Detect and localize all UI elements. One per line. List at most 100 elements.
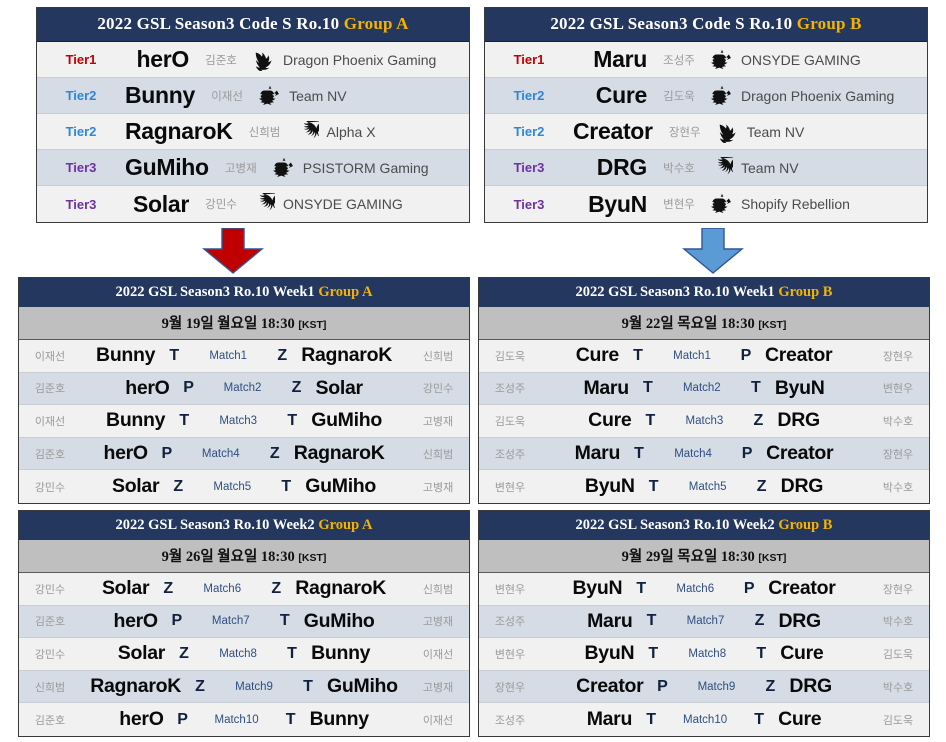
right-player-nickname: Bunny xyxy=(309,708,369,731)
match-number-label: Match10 xyxy=(214,713,259,726)
schedule-title: 2022 GSL Season3 Ro.10 Week2 Group B xyxy=(479,511,929,540)
left-player-real-name: 강민수 xyxy=(34,583,66,596)
right-player-race: T xyxy=(756,644,767,662)
left-player-race: P xyxy=(183,379,194,397)
left-player-nickname: ByuN xyxy=(572,577,623,600)
group-title-main: 2022 GSL Season3 Code S Ro.10 xyxy=(97,14,344,33)
right-player-real-name: 이재선 xyxy=(422,714,454,727)
player-team: Dragon Phoenix Gaming xyxy=(283,51,437,68)
left-player-real-name: 이재선 xyxy=(34,350,66,363)
left-player-real-name: 이재선 xyxy=(34,415,66,428)
player-real-name: 장현우 xyxy=(668,126,701,139)
left-player-race: T xyxy=(633,346,643,364)
schedule-date-bar: 9월 26일 월요일 18:30 [KST] xyxy=(19,540,469,573)
left-player-real-name: 조성주 xyxy=(494,714,526,727)
left-player-race: T xyxy=(646,612,657,630)
right-player-real-name: 변현우 xyxy=(882,383,914,396)
left-player-real-name: 장현우 xyxy=(494,681,526,694)
right-player-real-name: 신희범 xyxy=(422,350,454,363)
schedule-title-main: 2022 GSL Season3 Ro.10 Week1 xyxy=(115,284,319,300)
match-number-label: Match4 xyxy=(201,447,240,460)
schedule-date-text: 9월 26일 월요일 18:30 xyxy=(161,549,299,565)
terran-race-icon xyxy=(705,193,739,215)
match-number-label: Match8 xyxy=(688,647,727,660)
right-player-real-name: 김도욱 xyxy=(882,714,914,727)
match-number-label: Match5 xyxy=(213,480,252,493)
player-real-name: 고병재 xyxy=(224,162,257,175)
right-player-real-name: 고병재 xyxy=(422,681,454,694)
left-player-real-name: 김준호 xyxy=(34,714,66,727)
right-player-nickname: Cure xyxy=(778,708,822,731)
schedule-timezone: [KST] xyxy=(298,319,327,331)
player-nickname: RagnaroK xyxy=(125,118,233,144)
schedule-title: 2022 GSL Season3 Ro.10 Week2 Group A xyxy=(19,511,469,540)
left-player-race: P xyxy=(171,612,183,630)
player-team: Shopify Rebellion xyxy=(741,196,850,212)
left-player-nickname: Solar xyxy=(111,475,160,498)
right-player-real-name: 박수호 xyxy=(882,415,914,428)
protoss-race-icon xyxy=(711,121,745,144)
player-real-name: 강민수 xyxy=(205,199,237,211)
right-player-race: T xyxy=(281,477,292,495)
left-player-real-name: 변현우 xyxy=(494,648,526,661)
right-player-race: P xyxy=(743,579,755,597)
match-number-label: Match1 xyxy=(673,349,711,362)
arrow-down-group-b xyxy=(678,227,748,274)
group-table-title: 2022 GSL Season3 Code S Ro.10 Group A xyxy=(37,8,469,42)
right-player-real-name: 장현우 xyxy=(882,350,914,363)
match-number-label: Match1 xyxy=(209,349,248,362)
right-player-real-name: 박수호 xyxy=(882,616,914,629)
right-player-race: Z xyxy=(271,579,282,597)
left-player-race: Z xyxy=(173,477,184,495)
schedule-title-main: 2022 GSL Season3 Ro.10 Week2 xyxy=(115,517,319,533)
schedule-title-group: Group B xyxy=(778,284,833,300)
schedule-date-text: 9월 19일 월요일 18:30 xyxy=(161,316,299,332)
player-team: Alpha X xyxy=(326,123,376,140)
schedule-title-group: Group B xyxy=(778,517,833,533)
player-nickname: Cure xyxy=(595,82,648,108)
left-player-real-name: 신희범 xyxy=(34,681,66,694)
protoss-race-icon xyxy=(247,49,281,72)
match-number-label: Match2 xyxy=(223,382,262,395)
match-number-label: Match4 xyxy=(674,447,712,460)
terran-race-icon xyxy=(267,157,301,179)
schedule-date-text: 9월 29일 목요일 18:30 xyxy=(621,549,759,565)
left-player-nickname: Cure xyxy=(575,344,620,367)
left-player-nickname: Cure xyxy=(588,409,632,432)
right-player-race: T xyxy=(285,710,296,728)
match-number-label: Match2 xyxy=(682,382,721,395)
left-player-race: T xyxy=(646,710,656,728)
right-player-nickname: RagnaroK xyxy=(301,344,392,367)
player-nickname: Maru xyxy=(593,46,647,72)
right-player-race: T xyxy=(303,677,313,695)
player-tier: Tier2 xyxy=(513,124,545,139)
player-nickname: DRG xyxy=(596,154,648,180)
left-player-nickname: Bunny xyxy=(106,409,166,432)
left-player-race: T xyxy=(645,411,656,429)
left-player-real-name: 김준호 xyxy=(34,448,66,461)
left-player-race: T xyxy=(179,411,190,429)
group-title-label: Group B xyxy=(796,14,862,33)
schedule-title-main: 2022 GSL Season3 Ro.10 Week1 xyxy=(575,284,779,300)
player-tier: Tier3 xyxy=(65,160,97,175)
group-title-label: Group A xyxy=(343,14,409,33)
right-player-race: Z xyxy=(756,477,767,495)
right-player-race: Z xyxy=(754,612,765,630)
player-team: PSISTORM Gaming xyxy=(302,159,429,176)
